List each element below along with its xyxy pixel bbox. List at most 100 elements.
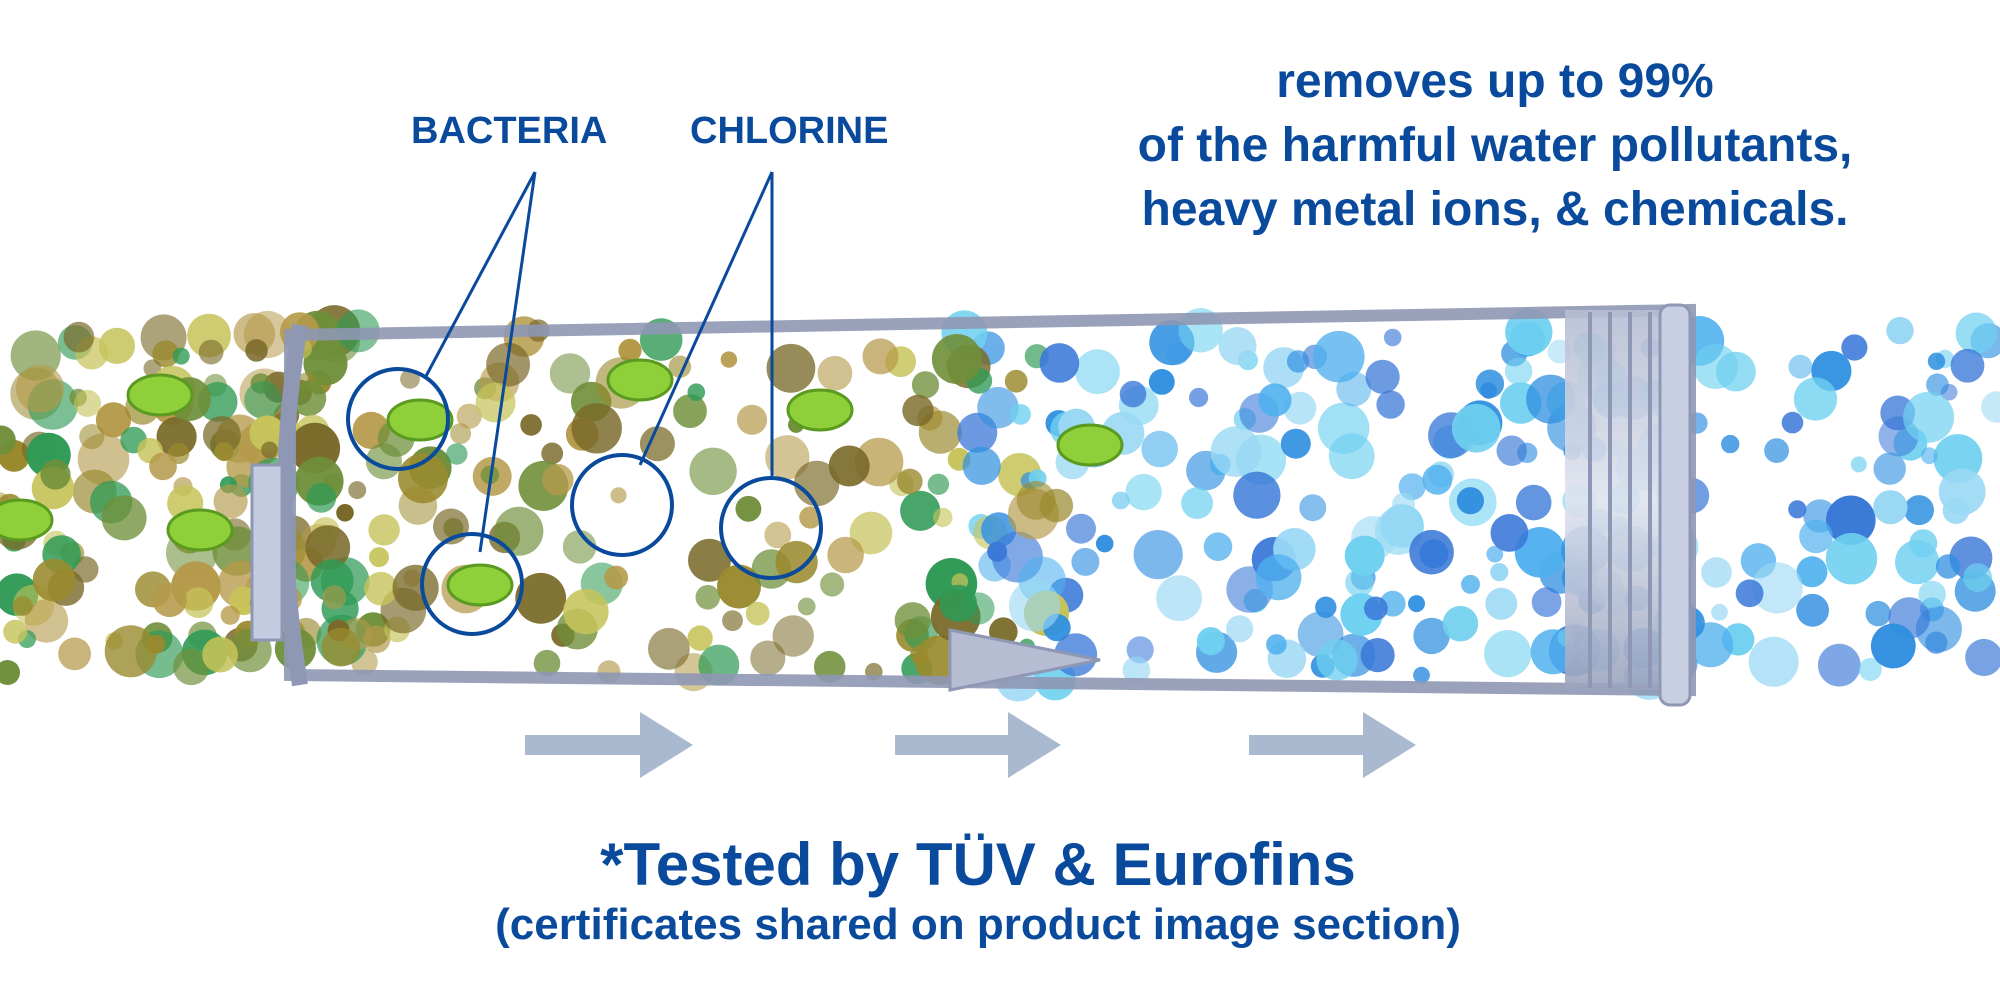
clean-water-particle xyxy=(1886,316,1914,345)
pollutant-particle xyxy=(446,443,468,465)
pollutant-particle xyxy=(533,649,561,677)
pollutant-particle xyxy=(918,410,962,454)
pollutant-particle xyxy=(894,602,931,639)
pollutant-particle xyxy=(542,464,574,496)
clean-water-particle xyxy=(1927,352,1946,370)
pollutant-particle xyxy=(202,416,241,455)
pollutant-particle xyxy=(813,650,846,683)
pollutant-particle xyxy=(735,495,762,522)
clean-water-particle xyxy=(1841,334,1868,361)
pollutant-particle xyxy=(520,414,542,436)
clean-water-particle xyxy=(1965,638,2000,677)
pollutant-particle xyxy=(900,490,941,531)
clean-water-particle xyxy=(1413,617,1450,655)
clean-water-particle xyxy=(1865,600,1891,627)
clean-water-particle xyxy=(1895,540,1940,585)
clean-water-particle xyxy=(1075,349,1120,395)
clean-water-particle xyxy=(1141,430,1178,468)
clean-water-particle xyxy=(1255,554,1302,601)
pollutant-particle xyxy=(475,382,516,423)
clean-water-particle xyxy=(1904,495,1934,526)
pollutant-particle xyxy=(261,441,278,459)
clean-water-particle xyxy=(1721,434,1740,454)
clean-water-particle xyxy=(1735,579,1764,608)
arrow-right-icon xyxy=(1249,712,1416,778)
clean-water-particle xyxy=(1066,513,1096,544)
particles-layer xyxy=(0,305,2000,702)
clean-water-particle xyxy=(1825,533,1878,585)
pollutant-particle xyxy=(172,347,190,365)
clean-water-particle xyxy=(1451,403,1501,453)
pollutant-particle xyxy=(321,627,361,667)
pollutant-particle xyxy=(214,442,234,462)
clean-water-particle xyxy=(1456,487,1484,515)
pollutant-particle xyxy=(766,343,816,393)
pollutant-particle xyxy=(775,540,818,584)
clean-water-particle xyxy=(1299,494,1327,522)
clean-water-particle xyxy=(1344,535,1385,576)
clean-water-particle xyxy=(1873,490,1908,525)
pollutant-particle xyxy=(639,426,675,462)
pollutant-particle xyxy=(0,425,16,455)
clean-water-particle xyxy=(1422,464,1453,495)
bacteria-icon xyxy=(446,563,514,607)
chlorine-callout-circle xyxy=(719,476,823,580)
pollutant-particle xyxy=(722,610,743,631)
pollutant-particle xyxy=(392,564,439,611)
bacteria-icon xyxy=(166,508,234,552)
clean-water-particle xyxy=(1942,497,1970,524)
clean-water-particle xyxy=(1701,557,1732,588)
pollutant-particle xyxy=(74,389,101,417)
pollutant-particle xyxy=(369,547,389,568)
pollutant-particle xyxy=(688,538,731,582)
clean-water-particle xyxy=(1504,357,1533,386)
pollutant-particle xyxy=(336,504,354,522)
clean-water-particle xyxy=(1955,312,1998,354)
pollutant-particle xyxy=(146,634,166,654)
pollutant-particle xyxy=(849,511,893,555)
pollutant-particle xyxy=(750,640,786,676)
clean-water-particle xyxy=(1486,545,1504,563)
clean-water-particle xyxy=(1095,534,1114,553)
pollutant-particle xyxy=(541,442,564,465)
pollutant-particle xyxy=(910,645,929,665)
clean-water-particle xyxy=(1039,343,1080,383)
clean-water-particle xyxy=(1210,426,1262,477)
clean-water-particle xyxy=(1515,484,1552,521)
clean-water-particle xyxy=(1196,627,1225,656)
chlorine-label: CHLORINE xyxy=(690,110,889,152)
pollutant-particle xyxy=(897,468,923,495)
pollutant-particle xyxy=(220,605,240,625)
clean-water-particle xyxy=(1514,527,1566,578)
pollutant-particle xyxy=(799,506,822,529)
pollutant-particle xyxy=(720,351,738,368)
clean-water-particle xyxy=(1125,473,1162,511)
pollutant-particle xyxy=(24,599,69,643)
pollutant-particle xyxy=(32,558,76,602)
pollutant-particle xyxy=(364,571,398,606)
pollutant-particle xyxy=(494,506,544,556)
pollutant-particle xyxy=(927,473,950,495)
clean-water-particle xyxy=(987,541,1008,562)
clean-water-particle xyxy=(1286,350,1310,373)
clean-water-particle xyxy=(1484,630,1532,678)
pollutant-particle xyxy=(549,353,591,394)
pollutant-particle xyxy=(562,530,597,564)
clean-water-particle xyxy=(1490,563,1509,582)
pollutant-particle xyxy=(765,435,810,480)
pollutant-particle xyxy=(182,587,214,618)
clean-water-particle xyxy=(1920,447,1938,465)
pollutant-particle xyxy=(290,380,327,417)
clean-water-particle xyxy=(1313,330,1365,383)
pollutant-particle xyxy=(717,564,761,609)
clean-water-particle xyxy=(1442,605,1479,642)
certificates-note: (certificates shared on product image se… xyxy=(495,900,1461,949)
clean-water-particle xyxy=(1490,514,1529,552)
pollutant-particle xyxy=(348,481,367,500)
clean-water-particle xyxy=(1475,369,1505,398)
pollutant-particle xyxy=(648,627,690,670)
clean-water-particle xyxy=(1496,435,1527,466)
flow-arrows xyxy=(525,712,1416,778)
clean-water-particle xyxy=(1485,587,1518,620)
pollutant-particle xyxy=(563,588,609,635)
